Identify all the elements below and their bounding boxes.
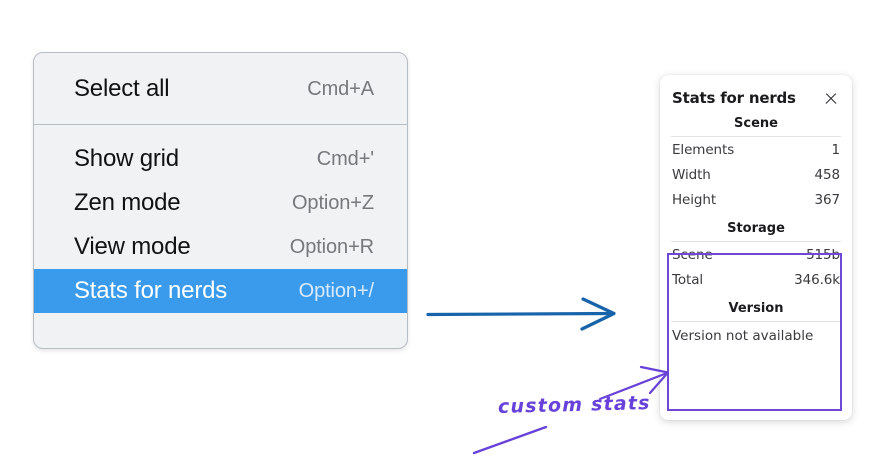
stat-value: 346.6k: [794, 272, 840, 288]
menu-item-label: Select all: [74, 75, 170, 102]
menu-item-shortcut: Option+/: [298, 279, 374, 302]
stat-key: Elements: [672, 142, 735, 158]
section-rule: [671, 136, 841, 137]
section-heading-storage: Storage: [727, 221, 785, 236]
stat-row: Height 367: [669, 187, 843, 212]
menu-item-stats-for-nerds[interactable]: Stats for nerds Option+/: [34, 269, 407, 313]
purple-underline-stroke: [472, 425, 548, 455]
menu-item-shortcut: Cmd+': [316, 147, 374, 170]
stat-row: Elements 1: [669, 137, 843, 162]
blue-arrow: [426, 297, 616, 331]
stat-key: Height: [672, 192, 717, 208]
menu-item-label: View mode: [74, 233, 191, 260]
panel-header: Stats for nerds: [669, 75, 843, 107]
stat-value: 367: [814, 192, 841, 208]
stats-for-nerds-panel: Stats for nerds Scene Elements 1 Width 4…: [660, 75, 852, 420]
section-heading-version: Version: [728, 301, 784, 316]
menu-group-1: Select all Cmd+A: [34, 53, 407, 124]
panel-title: Stats for nerds: [672, 89, 796, 107]
section-rule: [671, 321, 841, 322]
canvas-context-menu[interactable]: Select all Cmd+A Show grid Cmd+' Zen mod…: [33, 52, 408, 349]
menu-item-label: Show grid: [74, 145, 179, 172]
stat-value: 458: [814, 167, 841, 183]
menu-item-shortcut: Cmd+A: [307, 77, 374, 100]
close-icon[interactable]: [823, 90, 839, 106]
menu-item-label: Stats for nerds: [74, 277, 228, 304]
stat-key: Width: [672, 167, 711, 183]
menu-bottom-padding: [34, 313, 407, 329]
stat-key: Scene: [672, 247, 713, 263]
section-heading-scene: Scene: [734, 116, 778, 131]
stat-value: 515b: [806, 247, 840, 263]
menu-item-shortcut: Option+Z: [291, 191, 374, 214]
menu-divider: [34, 124, 407, 125]
stat-value: 1: [831, 142, 841, 158]
menu-item-view-mode[interactable]: View mode Option+R: [34, 225, 407, 269]
section-rule: [671, 241, 841, 242]
menu-group-2: Show grid Cmd+' Zen mode Option+Z View m…: [34, 125, 407, 329]
menu-item-select-all[interactable]: Select all Cmd+A: [34, 67, 407, 111]
stat-key: Total: [672, 272, 704, 288]
stat-row: Width 458: [669, 162, 843, 187]
version-value: Version not available: [672, 328, 814, 344]
menu-item-label: Zen mode: [74, 189, 181, 216]
stat-row: Scene 515b: [669, 242, 843, 267]
menu-item-zen-mode[interactable]: Zen mode Option+Z: [34, 181, 407, 225]
menu-item-shortcut: Option+R: [289, 235, 374, 258]
stat-row: Total 346.6k: [669, 267, 843, 292]
custom-stats-annotation-label: custom stats: [497, 392, 651, 418]
menu-item-show-grid[interactable]: Show grid Cmd+': [34, 137, 407, 181]
